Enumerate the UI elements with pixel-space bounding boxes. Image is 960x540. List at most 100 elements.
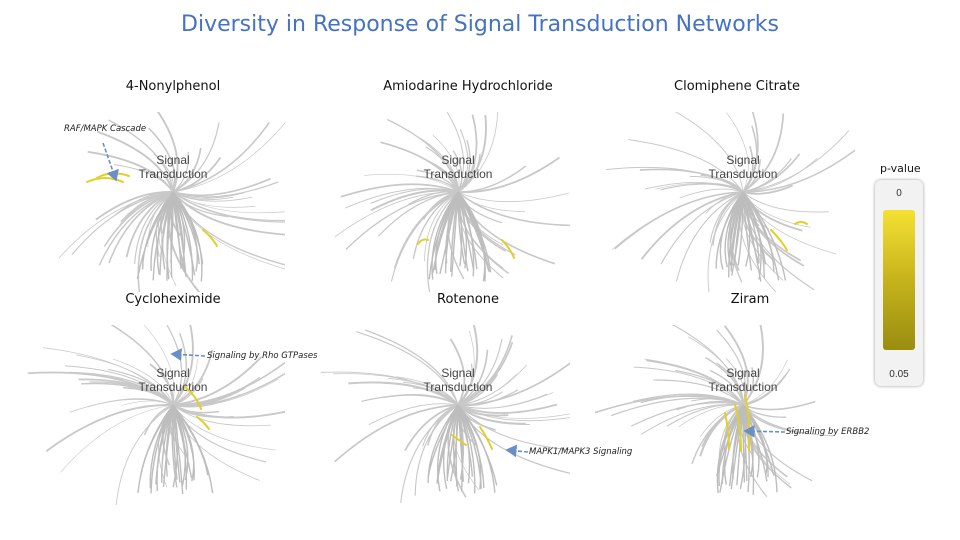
- network-edge: [457, 191, 570, 203]
- network-edge: [457, 403, 558, 414]
- arrow-raf: [102, 142, 119, 182]
- network-edge: [172, 191, 285, 214]
- network-edge: [452, 150, 463, 193]
- panel-title-cycloheximide: Cycloheximide: [125, 292, 221, 307]
- highlighted-pathway: [479, 426, 493, 450]
- highlighted-pathway: [501, 239, 515, 259]
- network-edge: [172, 404, 234, 418]
- network-edge: [457, 404, 570, 419]
- network-label-line1: Signal: [726, 153, 759, 167]
- network-edge: [666, 403, 744, 427]
- network-edge: [334, 404, 459, 463]
- network-edge: [345, 187, 459, 209]
- network-edge: [172, 378, 279, 407]
- network-edge: [709, 369, 744, 406]
- legend-gradient: [883, 210, 915, 350]
- network-edge: [432, 134, 460, 193]
- network-edge: [742, 400, 816, 411]
- network-edge: [172, 191, 203, 282]
- network-edge: [334, 191, 459, 238]
- network-edge: [113, 164, 174, 193]
- network-edge: [172, 181, 279, 198]
- network-edge: [345, 191, 459, 250]
- network-edge: [424, 191, 459, 262]
- network-edge: [457, 362, 570, 406]
- network-label-line2: Transduction: [139, 167, 208, 181]
- network-edge: [108, 119, 174, 193]
- annotation-rho-gtpases: Signaling by Rho GTPases: [207, 351, 318, 361]
- network-edge: [674, 369, 744, 406]
- network-edge: [426, 191, 459, 292]
- network-edge: [121, 400, 174, 406]
- network-edge: [172, 191, 234, 201]
- highlighted-pathway: [451, 434, 467, 446]
- legend-high-label: 0.05: [889, 369, 909, 380]
- network-edge: [457, 129, 469, 193]
- network-edge: [172, 361, 285, 406]
- network-edge: [149, 363, 175, 406]
- annotation-erbb2: Signaling by ERBB2: [786, 427, 870, 437]
- network-edge: [415, 175, 459, 193]
- network-edge: [457, 404, 496, 493]
- network-edge: [742, 153, 801, 193]
- network-edge: [414, 404, 459, 496]
- highlighted-pathway: [184, 386, 202, 410]
- network-edge: [172, 404, 214, 494]
- network-edge: [368, 403, 459, 426]
- annotation-mapk1-mapk3: MAPK1/MAPK3 Signaling: [529, 447, 633, 457]
- network-edge: [143, 404, 174, 436]
- network-edge: [679, 188, 744, 199]
- network-label-line2: Transduction: [424, 167, 493, 181]
- network-edge: [412, 191, 459, 260]
- network-edge: [457, 191, 486, 282]
- network-edge: [726, 112, 749, 193]
- highlighted-pathway: [417, 238, 429, 245]
- network-edge: [628, 139, 744, 193]
- network-label-line1: Signal: [156, 153, 189, 167]
- network-edge: [420, 137, 459, 193]
- network-edge: [166, 325, 183, 406]
- network-edge: [60, 404, 174, 473]
- legend-title: p-value: [880, 162, 921, 175]
- network-edge: [725, 358, 745, 406]
- network-edge: [660, 191, 744, 265]
- network-edge: [42, 347, 174, 406]
- network-edge: [125, 191, 174, 258]
- network-edge: [356, 331, 459, 406]
- network-edge: [172, 404, 179, 488]
- page-title: Diversity in Response of Signal Transduc…: [181, 12, 779, 37]
- network-edge: [108, 191, 174, 264]
- network-edge: [742, 130, 850, 193]
- network-edge: [427, 160, 459, 193]
- network-edge: [630, 402, 744, 427]
- highlighted-pathway: [202, 229, 218, 247]
- network-edge: [396, 376, 459, 406]
- network-edge: [742, 146, 754, 193]
- network-edge: [156, 112, 179, 193]
- network-edge: [742, 191, 787, 281]
- network-edge: [742, 404, 778, 493]
- network-edge: [457, 341, 514, 406]
- network-edge: [606, 166, 744, 193]
- network-edge: [103, 191, 174, 247]
- network-edge: [457, 392, 554, 409]
- network-edge: [119, 191, 174, 226]
- network-label-line1: Signal: [726, 366, 759, 380]
- network-edge: [457, 115, 487, 193]
- network-label-line2: Transduction: [709, 167, 778, 181]
- network-edge: [172, 147, 202, 193]
- network-edge: [644, 181, 744, 193]
- arrow-mapk: [505, 444, 529, 458]
- network-edge: [340, 183, 459, 198]
- arrow-erbb2: [743, 424, 786, 438]
- network-edge: [404, 404, 459, 451]
- network-label-line1: Signal: [156, 366, 189, 380]
- network-edge: [172, 122, 285, 193]
- network-edge: [457, 114, 478, 193]
- network-edge: [172, 356, 263, 406]
